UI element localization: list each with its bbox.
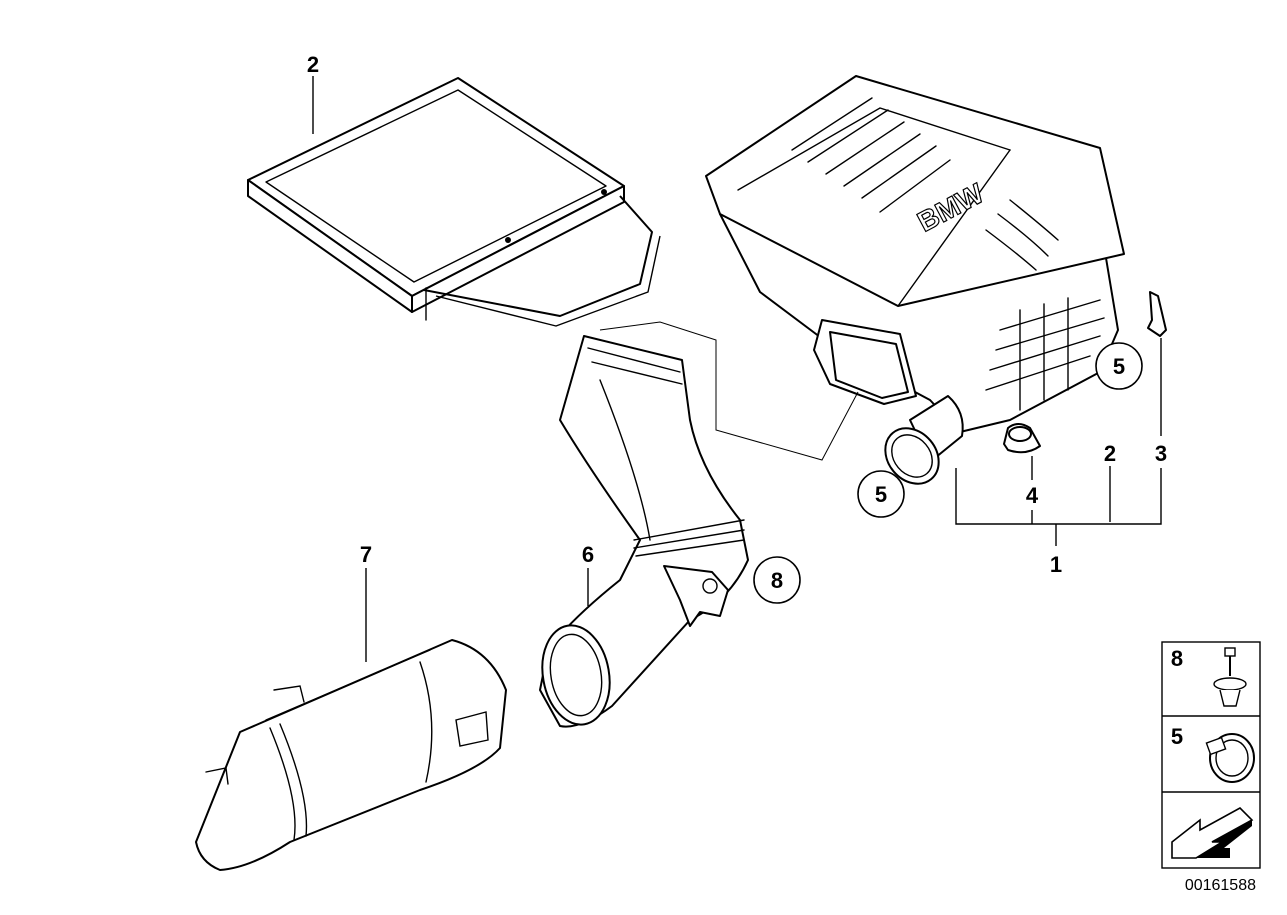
legend-clip-number: 8	[1171, 646, 1183, 671]
connection-line	[599, 321, 859, 461]
callout-clip: 8	[753, 556, 801, 604]
callout-filter-element: 2	[307, 52, 319, 77]
svg-text:5: 5	[1113, 354, 1125, 379]
air-filter-element[interactable]	[247, 77, 661, 327]
callout-air-scoop: 7	[360, 542, 372, 567]
clip-icon	[1213, 647, 1247, 707]
callout-clamp-left: 5	[857, 470, 905, 518]
svg-text:8: 8	[771, 568, 783, 593]
assembly-bracket	[955, 468, 1162, 525]
legend-clamp-number: 5	[1171, 724, 1183, 749]
callout-bracket: 3	[1155, 441, 1167, 466]
direction-arrow-icon	[1171, 807, 1254, 859]
clamp-icon	[1205, 733, 1255, 783]
callout-housing-assembly: 1	[1050, 552, 1062, 577]
callout-clamp-right: 5	[1095, 342, 1143, 390]
callout-housing-part-2: 2	[1104, 441, 1116, 466]
air-scoop[interactable]	[195, 639, 507, 871]
callout-grommet: 4	[1026, 483, 1039, 508]
bracket[interactable]	[1147, 291, 1167, 337]
callout-intake-duct: 6	[582, 542, 594, 567]
legend-box: 8 5	[1161, 641, 1261, 869]
svg-text:5: 5	[875, 482, 887, 507]
air-filter-housing[interactable]: BMW	[705, 75, 1125, 494]
grommet[interactable]	[1003, 423, 1041, 454]
intake-duct[interactable]	[535, 335, 749, 730]
diagram-id: 00161588	[1185, 877, 1256, 894]
